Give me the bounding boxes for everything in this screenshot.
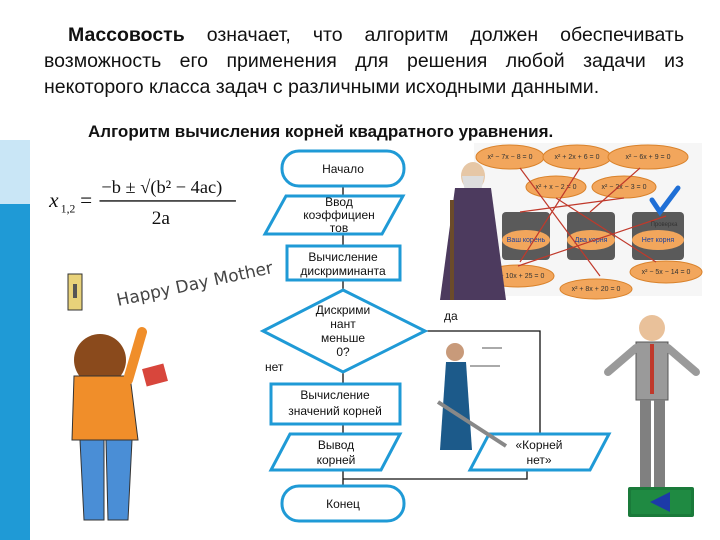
svg-text:Конец: Конец <box>326 497 360 511</box>
svg-text:Начало: Начало <box>322 162 364 176</box>
flow-connectors <box>342 186 541 486</box>
justice-illustration <box>436 343 508 450</box>
shrug-man-illustration <box>604 315 700 510</box>
flow-input: Ввод коэффициен тов <box>262 194 406 236</box>
svg-text:x² − 6x + 9 = 0: x² − 6x + 9 = 0 <box>626 154 671 161</box>
yes-label: да <box>444 309 458 323</box>
svg-text:тов: тов <box>330 221 348 235</box>
svg-text:Дискрими: Дискрими <box>316 303 370 317</box>
svg-text:«Корней: «Корней <box>515 438 562 452</box>
svg-text:Проверка: Проверка <box>651 222 679 228</box>
back-button[interactable] <box>628 487 694 517</box>
svg-text:Ваш корень: Ваш корень <box>507 237 546 244</box>
flow-process-discriminant: Вычисление дискриминанта <box>285 244 402 282</box>
flow-output-roots: Вывод корней <box>268 432 403 472</box>
svg-text:x² − 2x − 3 = 0: x² − 2x − 3 = 0 <box>602 184 647 191</box>
svg-text:x² − 5x − 14 = 0: x² − 5x − 14 = 0 <box>642 269 691 276</box>
svg-text:x² + x − 2 = 0: x² + x − 2 = 0 <box>535 184 576 191</box>
svg-text:нант: нант <box>330 317 356 331</box>
svg-text:=: = <box>80 188 92 212</box>
svg-text:Нет корня: Нет корня <box>642 237 675 244</box>
connecting-lines <box>517 167 667 277</box>
svg-text:2a: 2a <box>152 208 171 229</box>
svg-text:Вывод: Вывод <box>318 438 354 452</box>
back-arrow-icon <box>650 492 670 512</box>
flow-process-roots: Вычисление значений корней <box>269 382 402 426</box>
svg-text:значений корней: значений корней <box>288 404 382 418</box>
equation-labels: x² − 7x − 8 = 0 x² + 2x + 6 = 0 x² − 6x … <box>488 154 691 293</box>
svg-text:x² + 2x + 6 = 0: x² + 2x + 6 = 0 <box>555 154 600 161</box>
wizard-illustration <box>440 162 506 300</box>
svg-text:−b ± √(b² − 4ac): −b ± √(b² − 4ac) <box>101 177 222 198</box>
svg-text:x² + 8x + 20 = 0: x² + 8x + 20 = 0 <box>572 286 621 293</box>
flow-decision: Дискрими нант меньше 0? <box>259 288 429 374</box>
flow-start: Начало <box>280 149 406 188</box>
svg-text:0?: 0? <box>336 345 350 359</box>
svg-text:Вычисление: Вычисление <box>308 250 378 264</box>
svg-text:корней: корней <box>317 453 356 467</box>
svg-text:x² − 10x + 25 = 0: x² − 10x + 25 = 0 <box>492 273 545 280</box>
quadratic-formula: x 1,2 = −b ± √(b² − 4ac) 2a <box>48 177 236 229</box>
svg-text:нет»: нет» <box>526 453 551 467</box>
svg-text:Вычисление: Вычисление <box>300 388 370 402</box>
equation-board: x² − 7x − 8 = 0 x² + 2x + 6 = 0 x² − 6x … <box>474 143 703 300</box>
svg-text:коэффициен: коэффициен <box>303 208 375 222</box>
flow-output-no-roots: «Корней нет» <box>467 432 612 472</box>
flow-end: Конец <box>280 484 406 523</box>
svg-text:меньше: меньше <box>321 331 365 345</box>
no-label: нет <box>265 360 284 374</box>
check-mark-icon: Проверка <box>649 185 681 228</box>
svg-text:Ввод: Ввод <box>325 195 353 209</box>
svg-text:1,2: 1,2 <box>61 203 76 216</box>
page-subtitle: Алгоритм вычисления корней квадратного у… <box>88 122 554 141</box>
definition-text: Массовость означает, что алгоритм должен… <box>44 24 684 98</box>
svg-text:Два корня: Два корня <box>575 237 608 244</box>
boy-illustration: Happy Day Mother <box>67 258 275 521</box>
sidebar-stripe <box>0 0 30 540</box>
equation-clouds <box>475 144 703 300</box>
svg-text:Happy Day Mother: Happy Day Mother <box>115 258 275 311</box>
svg-text:x: x <box>48 188 59 212</box>
tower-signs <box>502 230 684 250</box>
svg-text:дискриминанта: дискриминанта <box>300 264 386 278</box>
svg-text:x² − 7x − 8 = 0: x² − 7x − 8 = 0 <box>488 154 533 161</box>
